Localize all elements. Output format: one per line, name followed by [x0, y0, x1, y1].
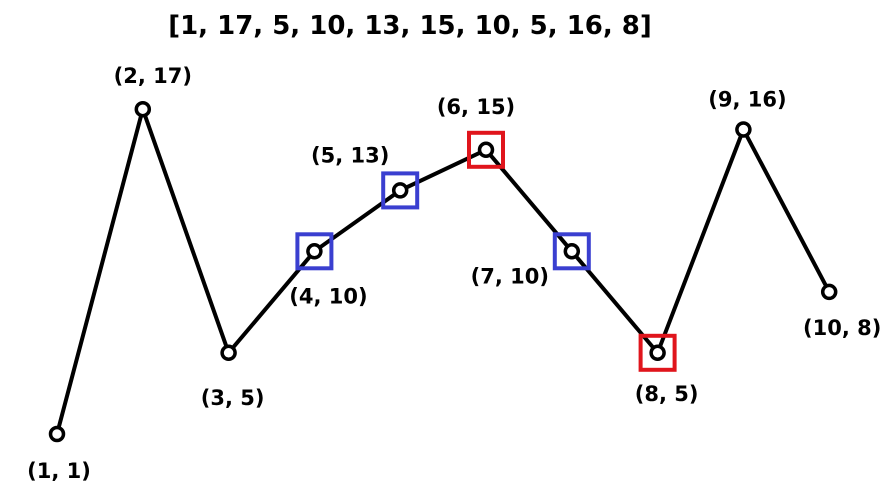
point-label: (3, 5): [201, 386, 265, 410]
red-highlight-box: [638, 333, 677, 372]
point-label: (5, 13): [311, 143, 389, 167]
point-label: (6, 15): [437, 95, 515, 119]
point-node: [306, 243, 323, 260]
point-nodes: [48, 100, 838, 443]
point-label: (9, 16): [708, 88, 786, 112]
point-label: (10, 8): [803, 316, 881, 340]
point-label: (8, 5): [635, 382, 699, 406]
connecting-lines: [55, 102, 831, 435]
point-label: (7, 10): [471, 264, 549, 288]
point-label: (2, 17): [114, 64, 192, 88]
point-label: (4, 10): [289, 284, 367, 308]
point-node: [220, 344, 237, 362]
point-node: [735, 121, 752, 138]
highlight-boxes: [295, 130, 677, 372]
point-node: [391, 182, 409, 199]
point-node: [563, 243, 581, 260]
point-node: [477, 141, 495, 159]
point-node: [48, 425, 66, 443]
point-labels: (1, 1) (2, 17) (3, 5) (4, 10) (5, 13) (6, 15)…: [27, 64, 881, 483]
point-node: [820, 283, 838, 301]
array-title: [1, 17, 5, 10, 13, 15, 10, 5, 16, 8]: [168, 11, 652, 41]
connecting-line: [55, 102, 831, 435]
blue-highlight-box: [295, 232, 334, 271]
blue-highlight-box: [552, 232, 591, 271]
point-node: [649, 344, 666, 362]
point-label: (1, 1): [27, 459, 91, 483]
point-node: [134, 100, 152, 118]
red-highlight-box: [467, 130, 505, 169]
blue-highlight-box: [381, 171, 420, 210]
